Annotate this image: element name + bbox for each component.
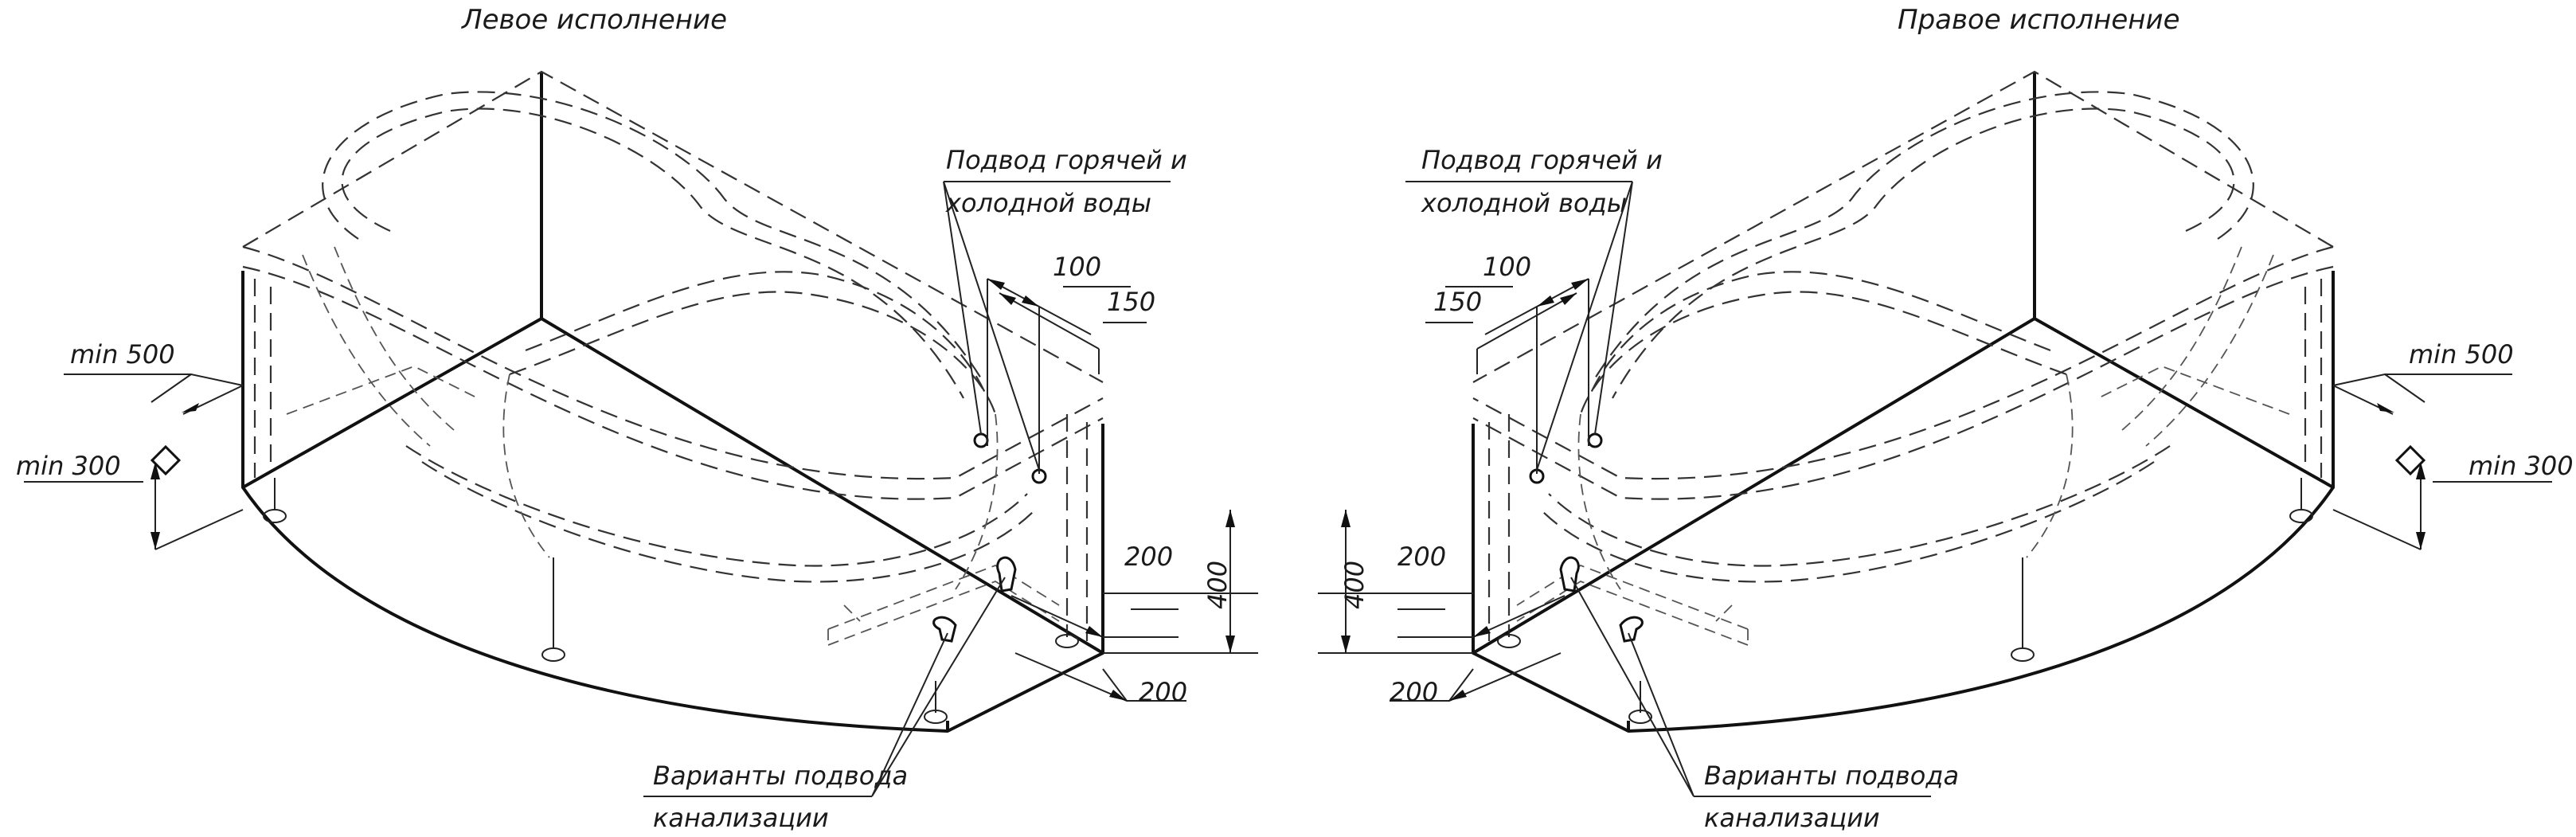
left-variant: Левое исполнение Подвод горячей и холодн… <box>16 4 1258 833</box>
right-water-supply-label-1: Подвод горячей и <box>1421 145 1663 175</box>
left-water-supply-label-2: холодной воды <box>945 188 1151 218</box>
left-dim-min500: min 500 <box>70 339 175 370</box>
right-variant: Правое исполнение Подвод горячей и холод… <box>1318 4 2574 833</box>
right-outlet-symbol <box>2394 444 2426 476</box>
right-dim-min300: min 300 <box>2469 451 2574 481</box>
left-dim-100: 100 <box>1053 252 1101 282</box>
right-dim-400: 400 <box>1339 561 1370 609</box>
left-water-supply-leader <box>943 181 1171 471</box>
left-dim-200-upper: 200 <box>1124 542 1173 572</box>
right-title: Правое исполнение <box>1898 4 2180 36</box>
right-dim-100: 100 <box>1483 252 1531 282</box>
right-water-supply-leader <box>1405 181 1633 471</box>
right-dim-200-upper: 200 <box>1397 542 1446 572</box>
left-drain-label-2: канализации <box>653 803 829 833</box>
right-dim-150: 150 <box>1433 287 1482 317</box>
left-drain-label-1: Варианты подвода <box>653 761 908 791</box>
left-dim-min300: min 300 <box>16 451 121 481</box>
left-drain-leader <box>643 577 1006 797</box>
left-title: Левое исполнение <box>460 4 727 36</box>
left-water-supply-label-1: Подвод горячей и <box>946 145 1187 175</box>
right-drain-label-2: канализации <box>1704 803 1880 833</box>
right-dim-min500: min 500 <box>2409 339 2514 370</box>
left-outlet-symbol <box>150 444 182 476</box>
left-dim-150: 150 <box>1107 287 1155 317</box>
left-dim-200-lower: 200 <box>1139 677 1187 707</box>
right-dim-200-lower: 200 <box>1390 677 1438 707</box>
left-dim-400: 400 <box>1202 561 1233 609</box>
right-drain-label-1: Варианты подвода <box>1704 761 1959 791</box>
right-drain-leader <box>1570 577 1931 797</box>
right-water-supply-label-2: холодной воды <box>1421 188 1627 218</box>
